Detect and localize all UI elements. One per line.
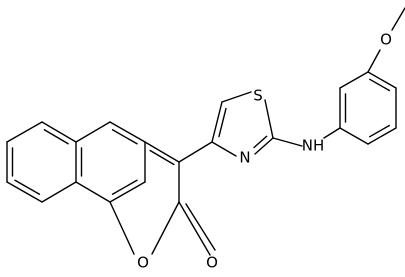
double-bond [369, 124, 391, 138]
bond [109, 201, 135, 255]
atom-label-o-carbonyl: O [206, 254, 218, 272]
bond [221, 91, 252, 103]
double-bond [253, 135, 268, 149]
atom-label-o-methoxy: O [380, 31, 392, 49]
double-bond [369, 78, 391, 92]
bond [75, 121, 111, 143]
bond [151, 201, 180, 255]
bond [264, 99, 274, 139]
bond [272, 137, 303, 147]
bond [339, 127, 369, 145]
bond [391, 7, 405, 31]
bond [144, 141, 180, 163]
double-bond [111, 129, 138, 145]
double-bond [43, 129, 69, 145]
atom-label-nh-amine: NH [302, 137, 325, 155]
bond [367, 71, 397, 89]
bond [6, 181, 43, 203]
bond [211, 101, 223, 143]
bond [6, 121, 43, 143]
bond [109, 121, 146, 143]
bond [41, 181, 77, 203]
double-bond [111, 179, 138, 195]
double-bond [149, 149, 175, 166]
double-bond [218, 107, 227, 138]
bond [178, 141, 213, 163]
atom-label-s-thiazole: S [253, 87, 263, 105]
double-bond [14, 179, 41, 195]
bond [178, 201, 211, 256]
bond [339, 71, 369, 89]
bond [367, 49, 381, 73]
bond [211, 141, 237, 157]
bond [254, 137, 274, 155]
bond [75, 181, 111, 203]
bond [185, 203, 216, 251]
atom-label-o-ring: O [137, 254, 149, 272]
bond [323, 127, 341, 139]
atom-label-n-thiazole: N [239, 149, 250, 167]
bond [367, 127, 397, 145]
bond [41, 121, 77, 143]
bond [109, 181, 146, 203]
